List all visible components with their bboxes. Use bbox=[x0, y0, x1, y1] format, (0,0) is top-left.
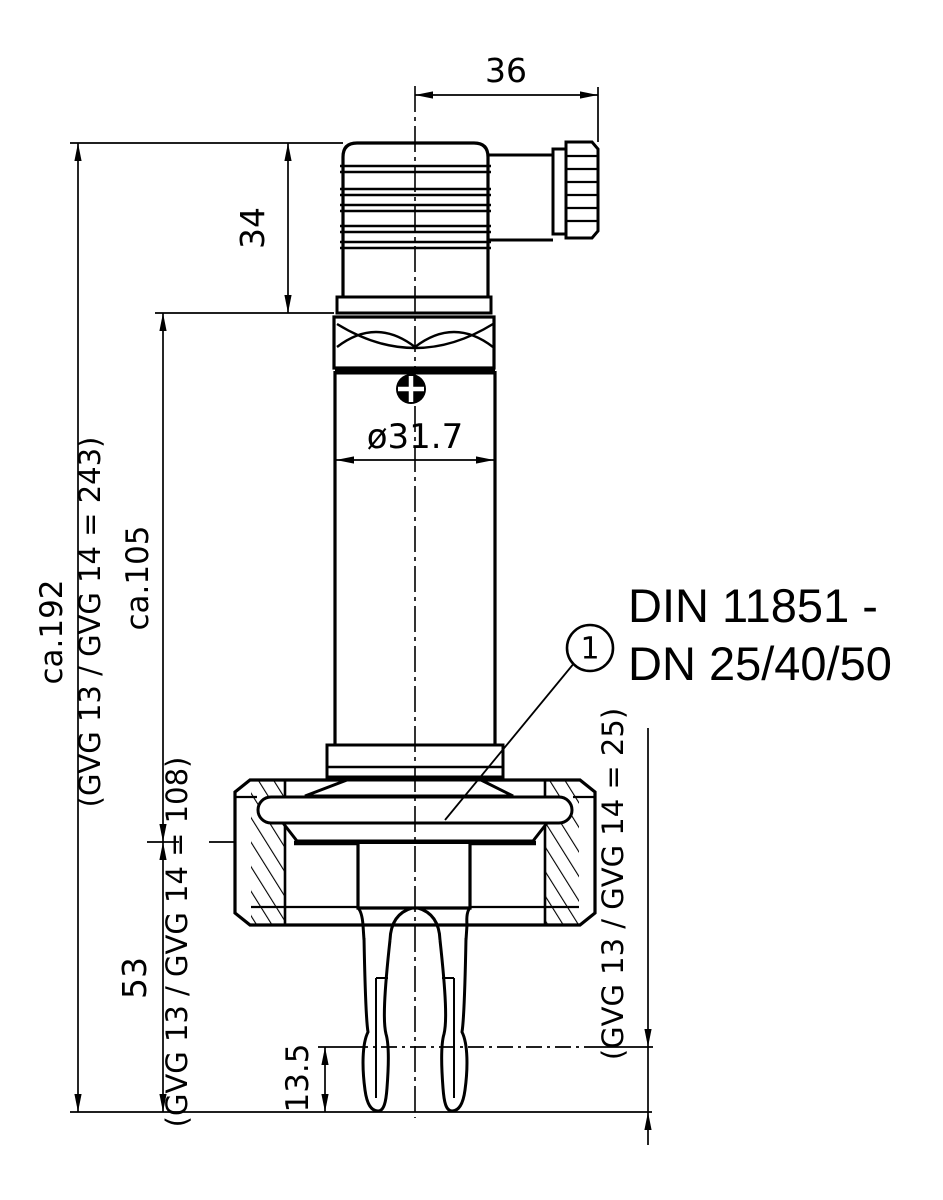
dimension-texts: 36 34 ø31.7 ca.192 (GVG 13 / GVG 14 = 24… bbox=[34, 51, 630, 1127]
dim-34-text: 34 bbox=[233, 207, 272, 249]
valve-connector bbox=[335, 140, 600, 315]
callout-1: 1 bbox=[444, 623, 615, 821]
leader-line bbox=[444, 661, 576, 821]
gland-washer bbox=[551, 147, 568, 236]
screw-head-icon bbox=[396, 374, 426, 404]
knurled-nut bbox=[564, 140, 600, 240]
fork-prong-right bbox=[438, 937, 469, 1113]
dim-tip-variant-text: (GVG 13 / GVG 14 = 25) bbox=[596, 708, 630, 1060]
callout-number: 1 bbox=[580, 632, 599, 667]
hex-nut bbox=[332, 315, 496, 370]
dim-fork-variant-text: (GVG 13 / GVG 14 = 108) bbox=[160, 757, 194, 1128]
tuning-fork bbox=[356, 906, 472, 1113]
fork-crotch-right bbox=[417, 906, 442, 941]
dim-overall-variant-text: (GVG 13 / GVG 14 = 243) bbox=[73, 437, 107, 808]
dim-housing-text: ca.105 bbox=[120, 525, 156, 630]
note-line-2: DN 25/40/50 bbox=[628, 637, 892, 690]
callout-circle bbox=[565, 623, 615, 673]
dim-diameter-text: ø31.7 bbox=[367, 417, 464, 457]
fork-crotch-left bbox=[388, 906, 413, 941]
extension-lines bbox=[70, 87, 653, 1113]
sensor-neck bbox=[356, 841, 472, 910]
dimension-lines bbox=[74, 91, 652, 1145]
fork-prong-left bbox=[361, 937, 392, 1113]
dim-36-text: 36 bbox=[485, 51, 527, 90]
note-line-1: DIN 11851 - bbox=[628, 579, 878, 632]
fork-shoulder-left bbox=[356, 906, 366, 941]
fork-shoulder-right bbox=[464, 906, 472, 941]
dim-overall-text: ca.192 bbox=[34, 579, 70, 684]
connector-step bbox=[335, 295, 493, 315]
dim-fork-text: 53 bbox=[115, 957, 154, 999]
note-din: DIN 11851 - DN 25/40/50 bbox=[628, 579, 892, 690]
cable-gland bbox=[488, 153, 553, 242]
dim-tip-text: 13.5 bbox=[280, 1043, 316, 1112]
